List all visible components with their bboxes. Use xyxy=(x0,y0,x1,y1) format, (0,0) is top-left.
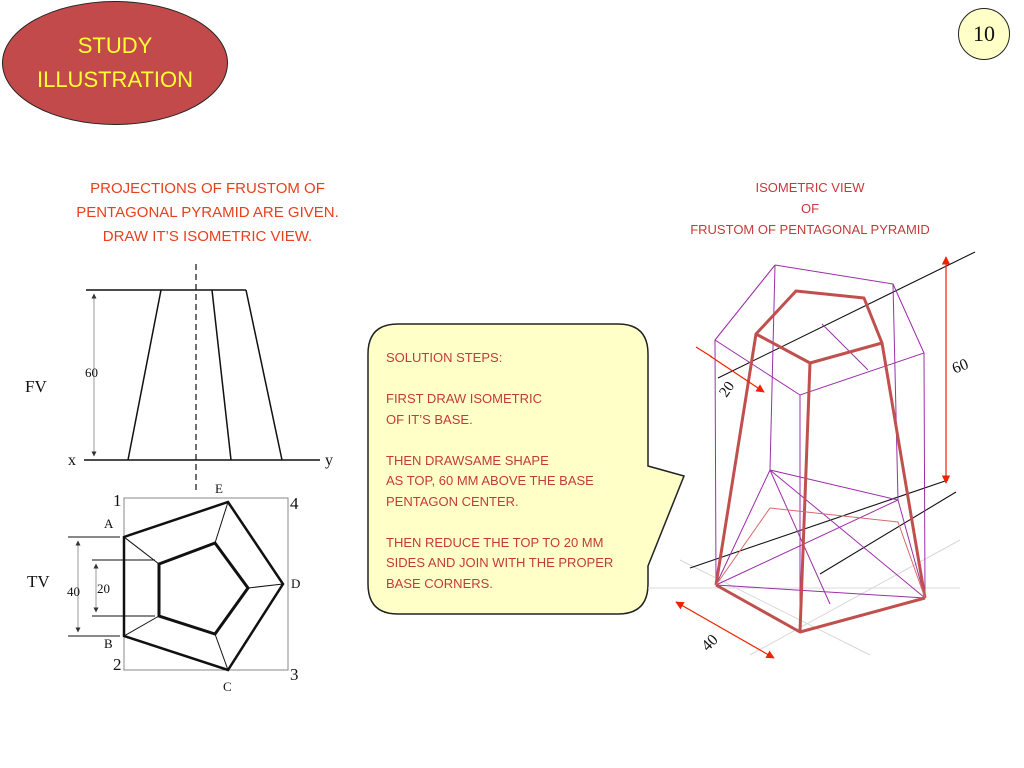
problem-line-2: PENTAGONAL PYRAMID ARE GIVEN. xyxy=(76,204,339,221)
tv-slant-2 xyxy=(214,501,229,544)
step-line: SIDES AND JOIN WITH THE PROPER xyxy=(386,555,614,570)
study-illustration-badge: STUDY ILLUSTRATION xyxy=(2,1,228,125)
step-line: THEN REDUCE THE TOP TO 20 MM xyxy=(386,534,604,550)
tv-slant-5 xyxy=(123,615,160,637)
front-view xyxy=(84,264,320,490)
iso-top-pentagon xyxy=(754,289,884,365)
iso-axis-mid xyxy=(819,491,957,575)
y-label: y xyxy=(325,452,333,469)
iso-title-line-3: FRUSTOM OF PENTAGONAL PYRAMID xyxy=(690,222,930,237)
badge-line-1: STUDY xyxy=(77,33,153,58)
tv-slant-3 xyxy=(247,583,284,589)
x-label: x xyxy=(68,452,76,469)
solution-steps: SOLUTION STEPS: FIRST DRAW ISOMETRIC OF … xyxy=(386,348,646,594)
iso-edge-3 xyxy=(880,342,927,599)
step-line xyxy=(386,430,646,451)
iso-title-line-1: ISOMETRIC VIEW xyxy=(755,180,865,195)
iso-title-line-2: OF xyxy=(800,201,820,216)
point-label-a: A xyxy=(104,516,114,531)
step-line xyxy=(386,512,646,533)
fv-label: FV xyxy=(25,377,47,396)
corner-label-1: 1 xyxy=(113,491,122,510)
fv-height-label: 60 xyxy=(85,365,98,380)
corner-label-3: 3 xyxy=(290,665,299,684)
tv-inner-pentagon xyxy=(157,541,250,636)
tv-outer-pentagon xyxy=(122,500,285,672)
step-line xyxy=(386,369,646,390)
step-line: FIRST DRAW ISOMETRIC xyxy=(386,391,542,406)
problem-statement: PROJECTIONS OF FRUSTOM OF PENTAGONAL PYR… xyxy=(40,177,375,249)
point-label-c: C xyxy=(223,679,232,694)
iso-edge-2 xyxy=(798,362,812,633)
iso-edge-1 xyxy=(714,333,758,586)
point-label-e: E xyxy=(215,481,223,496)
iso-base-front xyxy=(715,583,926,634)
problem-line-3: DRAW IT’S ISOMETRIC VIEW. xyxy=(102,228,313,245)
isometric-view-title: ISOMETRIC VIEW OF FRUSTOM OF PENTAGONAL … xyxy=(650,177,970,240)
top-view xyxy=(68,497,289,672)
fv-left-edge xyxy=(127,289,162,461)
fv-mid-edge xyxy=(211,289,232,461)
step-line: SOLUTION STEPS: xyxy=(386,350,503,365)
tv-slant-4 xyxy=(214,633,229,671)
isometric-view xyxy=(648,251,976,659)
tv-inner-label: 20 xyxy=(97,581,110,596)
iso-axis-top xyxy=(717,251,976,379)
step-line: AS TOP, 60 MM ABOVE THE BASE xyxy=(386,473,594,488)
corner-label-2: 2 xyxy=(113,655,122,674)
iso-base-side-label: 40 xyxy=(698,631,721,654)
page-number: 10 xyxy=(958,8,1010,60)
iso-height-label: 60 xyxy=(950,356,971,378)
iso-top-dim xyxy=(709,355,765,393)
corner-label-4: 4 xyxy=(290,494,299,513)
fv-right-edge xyxy=(245,289,283,461)
point-label-b: B xyxy=(104,636,113,651)
iso-top-side-label: 20 xyxy=(716,379,738,400)
tv-label: TV xyxy=(27,572,50,591)
step-line: OF IT’S BASE. xyxy=(386,411,473,427)
step-line: PENTAGON CENTER. xyxy=(386,493,519,509)
point-label-d: D xyxy=(291,576,300,591)
iso-base-dim xyxy=(675,601,775,659)
badge-line-2: ILLUSTRATION xyxy=(36,67,194,92)
solution-callout xyxy=(367,323,686,615)
step-line: THEN DRAWSAME SHAPE xyxy=(386,452,549,468)
tv-outer-label: 40 xyxy=(67,584,80,599)
iso-axis-bottom xyxy=(689,479,949,569)
problem-line-1: PROJECTIONS OF FRUSTOM OF xyxy=(90,180,325,197)
step-line: BASE CORNERS. xyxy=(386,575,493,591)
